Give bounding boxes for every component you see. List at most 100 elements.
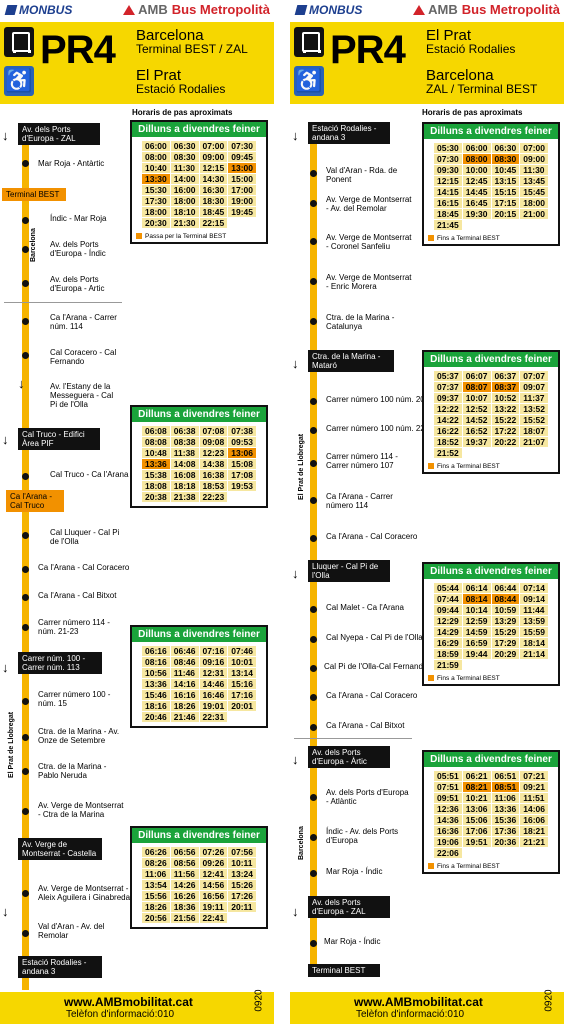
departure-time: 20:29 (490, 648, 521, 660)
stop-dot (22, 734, 29, 741)
departure-time (490, 447, 521, 459)
departure-time: 16:36 (433, 825, 463, 837)
departure-time: 13:36 (141, 458, 171, 470)
departure-time: 16:45 (461, 197, 492, 209)
stop: Av. l'Estany de la Messeguera - Cal Pi d… (50, 382, 114, 409)
website-link[interactable]: www.AMBmobilitat.cat (64, 995, 193, 1009)
departure-time: 13:24 (227, 868, 257, 880)
stop: Ctra. de la Marina - Mataró (308, 350, 394, 372)
area-divider (294, 738, 412, 739)
departure-time: 14:46 (198, 678, 229, 690)
departure-time: 20:38 (141, 491, 171, 503)
departure-time: 07:30 (433, 153, 463, 165)
departure-time: 06:44 (490, 582, 521, 594)
timetable-title: Dilluns a divendres feiner (424, 564, 558, 579)
departure-time: 10:52 (490, 392, 521, 404)
departure-time: 08:07 (461, 381, 492, 393)
info-phone: Telèfon d'informació:010 (356, 1009, 465, 1020)
stop: Ctra. de la Marina - Av. Onze de Setembr… (38, 727, 120, 745)
timetable-title: Dilluns a divendres feiner (132, 122, 266, 137)
departure-time: 13:52 (519, 403, 549, 415)
timetable-note: Fins a Terminal BEST (424, 234, 558, 244)
departure-time: 07:56 (227, 846, 257, 858)
stop: Av. dels Ports d'Europa - ZAL (308, 896, 390, 918)
departure-time: 21:52 (433, 447, 463, 459)
departure-time: 09:21 (519, 781, 549, 793)
line-number: PR4 (40, 28, 116, 72)
departure-time: 21:14 (519, 648, 549, 660)
departure-time: 12:31 (198, 667, 229, 679)
stop: Av. Verge de Montserrat - Castella (18, 838, 102, 860)
departure-time: 19:44 (461, 648, 492, 660)
departure-time: 12:59 (461, 615, 492, 627)
stop: Av. Verge de Montserrat - Enric Morera (326, 273, 412, 291)
departure-time: 13:30 (141, 173, 171, 185)
departure-time: 07:00 (519, 142, 549, 154)
stop: Av. Verge de Montserrat - Ctra de la Mar… (38, 801, 124, 819)
departure-time (227, 711, 257, 723)
departure-time: 07:46 (227, 645, 257, 657)
departure-time: 16:56 (198, 890, 229, 902)
stop: Carrer número 100 núm. 22 (326, 424, 425, 433)
departure-time: 21:07 (519, 436, 549, 448)
departure-time: 20:36 (490, 836, 521, 848)
departure-time: 18:07 (519, 425, 549, 437)
departure-time: 06:46 (169, 645, 200, 657)
departure-time: 15:15 (490, 186, 521, 198)
departure-time: 17:08 (227, 469, 257, 481)
direction-arrow: ↓ (18, 376, 25, 391)
departure-time: 13:54 (141, 879, 171, 891)
direction-arrow: ↓ (292, 904, 299, 919)
stop-dot (22, 217, 29, 224)
departure-time: 07:51 (433, 781, 463, 793)
footer: www.AMBmobilitat.cat Telèfon d'informaci… (0, 989, 274, 1024)
departure-time: 12:23 (198, 447, 229, 459)
departure-time: 10:45 (490, 164, 521, 176)
stop-dot (310, 460, 317, 467)
departure-time: 20:11 (227, 901, 257, 913)
stop-dot (22, 624, 29, 631)
direction-arrow: ↓ (2, 432, 9, 447)
direction-arrow: ↓ (2, 904, 9, 919)
departure-time: 19:53 (227, 480, 257, 492)
departure-time (227, 217, 257, 229)
departure-time: 15:45 (519, 186, 549, 198)
departure-time: 05:51 (433, 770, 463, 782)
departure-time: 17:29 (490, 637, 521, 649)
departure-time: 18:16 (141, 700, 171, 712)
stop: Cal Malet - Ca l'Arana (326, 603, 404, 612)
stop-dot (310, 278, 317, 285)
departure-time: 12:36 (433, 803, 463, 815)
departure-time: 11:51 (519, 792, 549, 804)
departure-time: 08:26 (141, 857, 171, 869)
departure-time: 20:46 (141, 711, 171, 723)
stop: Carrer número 114 - núm. 21-23 (38, 618, 110, 636)
departure-time: 15:08 (227, 458, 257, 470)
stop-dot (310, 694, 317, 701)
departure-time: 12:41 (198, 868, 229, 880)
departure-time: 09:44 (433, 604, 463, 616)
stop: Carrer núm. 100 - Carrer núm. 113 (18, 652, 102, 674)
stop-dot (22, 246, 29, 253)
departure-time: 06:08 (141, 425, 171, 437)
stop-dot (22, 352, 29, 359)
stop: Av. Verge de Montserrat - Av. del Remola… (326, 195, 412, 213)
stop-dot (22, 280, 29, 287)
stop-dot (310, 606, 317, 613)
schedule-note: Horaris de pas aproximats (132, 108, 233, 117)
departure-time: 19:00 (227, 195, 257, 207)
website-link[interactable]: www.AMBmobilitat.cat (354, 995, 483, 1009)
departure-time: 13:00 (227, 162, 257, 174)
departure-time: 07:38 (227, 425, 257, 437)
stop-dot (22, 768, 29, 775)
